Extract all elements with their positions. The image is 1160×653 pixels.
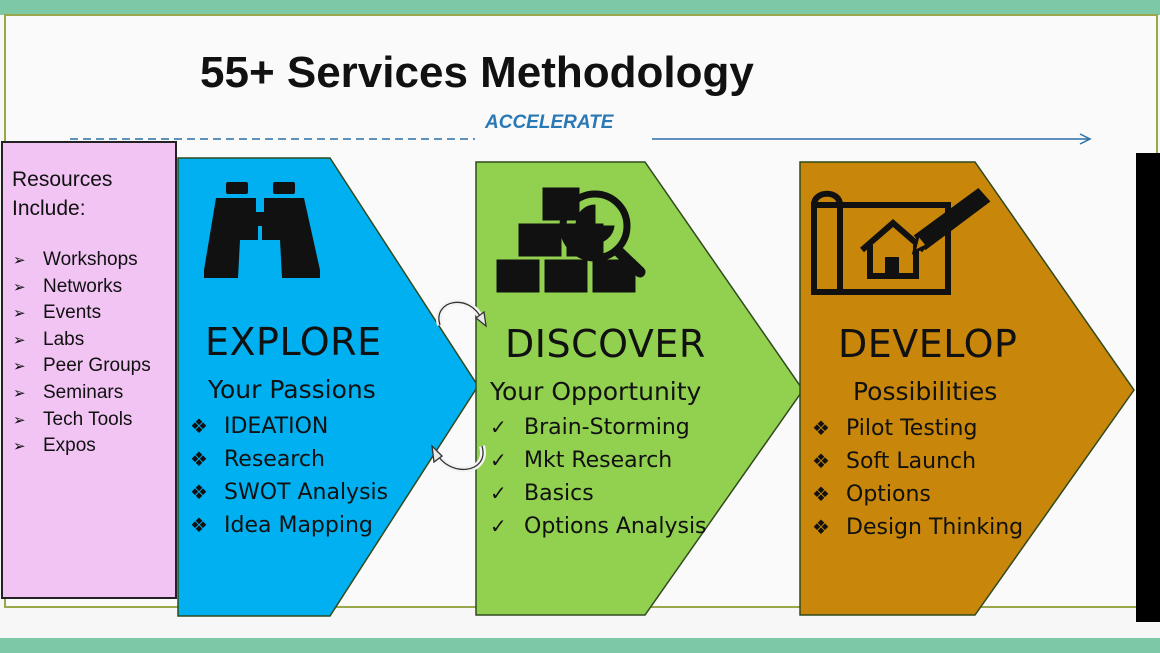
- arrow-bullet-icon: ➢: [13, 438, 26, 456]
- discover-list: ✓ Brain-Storming ✓ Mkt Research ✓ Basics ✓ O…: [490, 411, 707, 543]
- next-stage-edge: [1136, 153, 1160, 622]
- discover-subtitle: Your Opportunity: [490, 377, 702, 406]
- explore-list: ❖ IDEATION ❖ Research ❖ SWOT Analysis ❖ Idea…: [190, 410, 388, 542]
- resource-label: Expos: [43, 435, 96, 457]
- resource-label: Workshops: [43, 249, 138, 270]
- arrow-bullet-icon: ➢: [13, 384, 26, 402]
- list-item: ➢ Tech Tools: [13, 407, 151, 434]
- accelerate-label: ACCELERATE: [485, 112, 614, 133]
- explore-item: Research: [224, 447, 325, 472]
- diamond-bullet-icon: ❖: [190, 447, 208, 471]
- diamond-bullet-icon: ❖: [190, 480, 208, 504]
- list-item: ✓ Options Analysis: [490, 510, 707, 543]
- list-item: ✓ Brain-Storming: [490, 411, 707, 444]
- check-bullet-icon: ✓: [490, 415, 507, 439]
- discover-item: Brain-Storming: [524, 415, 690, 440]
- resource-label: Seminars: [43, 381, 124, 403]
- list-item: ➢ Peer Groups: [13, 353, 151, 380]
- list-item: ❖ Idea Mapping: [190, 509, 388, 542]
- develop-list: ❖ Pilot Testing ❖ Soft Launch ❖ Options ❖ De…: [812, 412, 1023, 544]
- list-item: ➢ Labs: [13, 327, 151, 354]
- resources-panel: Resources Include: ➢ Workshops ➢ Networks …: [1, 141, 177, 599]
- binoculars-icon: [204, 182, 320, 278]
- list-item: ❖ Design Thinking: [812, 511, 1023, 544]
- explore-title: EXPLORE: [205, 320, 382, 364]
- discover-item: Basics: [524, 481, 594, 506]
- explore-item: Idea Mapping: [224, 513, 373, 538]
- cycle-arrow-bottom-icon: [431, 444, 486, 473]
- resource-label: Tech Tools: [43, 408, 133, 430]
- explore-subtitle: Your Passions: [208, 375, 376, 404]
- list-item: ❖ Research: [190, 443, 388, 476]
- develop-item: Soft Launch: [846, 449, 977, 474]
- diamond-bullet-icon: ❖: [812, 482, 830, 506]
- diamond-bullet-icon: ❖: [812, 515, 830, 539]
- arrow-bullet-icon: ➢: [13, 358, 26, 376]
- arrow-bullet-icon: ➢: [13, 331, 26, 349]
- diamond-bullet-icon: ❖: [190, 414, 208, 438]
- list-item: ➢ Expos: [13, 433, 151, 460]
- diamond-bullet-icon: ❖: [812, 449, 830, 473]
- explore-item: IDEATION: [224, 414, 329, 439]
- arrow-bullet-icon: ➢: [13, 411, 26, 429]
- list-item: ❖ SWOT Analysis: [190, 476, 388, 509]
- discover-item: Options Analysis: [524, 514, 707, 539]
- list-item: ❖ Soft Launch: [812, 445, 1023, 478]
- list-item: ✓ Mkt Research: [490, 444, 707, 477]
- develop-item: Design Thinking: [846, 515, 1024, 540]
- develop-item: Pilot Testing: [846, 416, 978, 441]
- arrow-bullet-icon: ➢: [13, 305, 26, 323]
- list-item: ❖ IDEATION: [190, 410, 388, 443]
- arrow-bullet-icon: ➢: [13, 278, 26, 296]
- develop-item: Options: [846, 482, 931, 507]
- list-item: ➢ Events: [13, 300, 151, 327]
- discover-item: Mkt Research: [524, 448, 673, 473]
- resource-label: Events: [43, 302, 102, 324]
- arrow-bullet-icon: ➢: [13, 252, 26, 269]
- resources-list: ➢ Workshops ➢ Networks ➢ Events ➢ Labs ➢ Peer…: [13, 247, 151, 460]
- resource-label: Peer Groups: [43, 355, 151, 377]
- resource-label: Labs: [43, 328, 85, 350]
- develop-subtitle: Possibilities: [853, 377, 998, 406]
- diamond-bullet-icon: ❖: [812, 416, 830, 440]
- check-bullet-icon: ✓: [490, 448, 507, 472]
- resources-heading: Resources Include:: [12, 168, 113, 220]
- develop-title: DEVELOP: [838, 322, 1018, 366]
- list-item: ✓ Basics: [490, 477, 707, 510]
- list-item: ➢ Seminars: [13, 380, 151, 407]
- house-blueprint-icon: [811, 187, 991, 295]
- explore-item: SWOT Analysis: [224, 480, 389, 505]
- check-bullet-icon: ✓: [490, 514, 507, 538]
- list-item: ❖ Pilot Testing: [812, 412, 1023, 445]
- boxes-magnifier-icon: [496, 187, 646, 293]
- list-item: ➢ Workshops: [13, 247, 151, 274]
- check-bullet-icon: ✓: [490, 481, 507, 505]
- list-item: ➢ Networks: [13, 274, 151, 301]
- list-item: ❖ Options: [812, 478, 1023, 511]
- resource-label: Networks: [43, 275, 123, 297]
- cycle-arrow-top-icon: [435, 299, 487, 328]
- page-title: 55+ Services Methodology: [200, 48, 754, 97]
- discover-title: DISCOVER: [505, 322, 706, 366]
- explore-chevron: [177, 157, 479, 617]
- diamond-bullet-icon: ❖: [190, 513, 208, 537]
